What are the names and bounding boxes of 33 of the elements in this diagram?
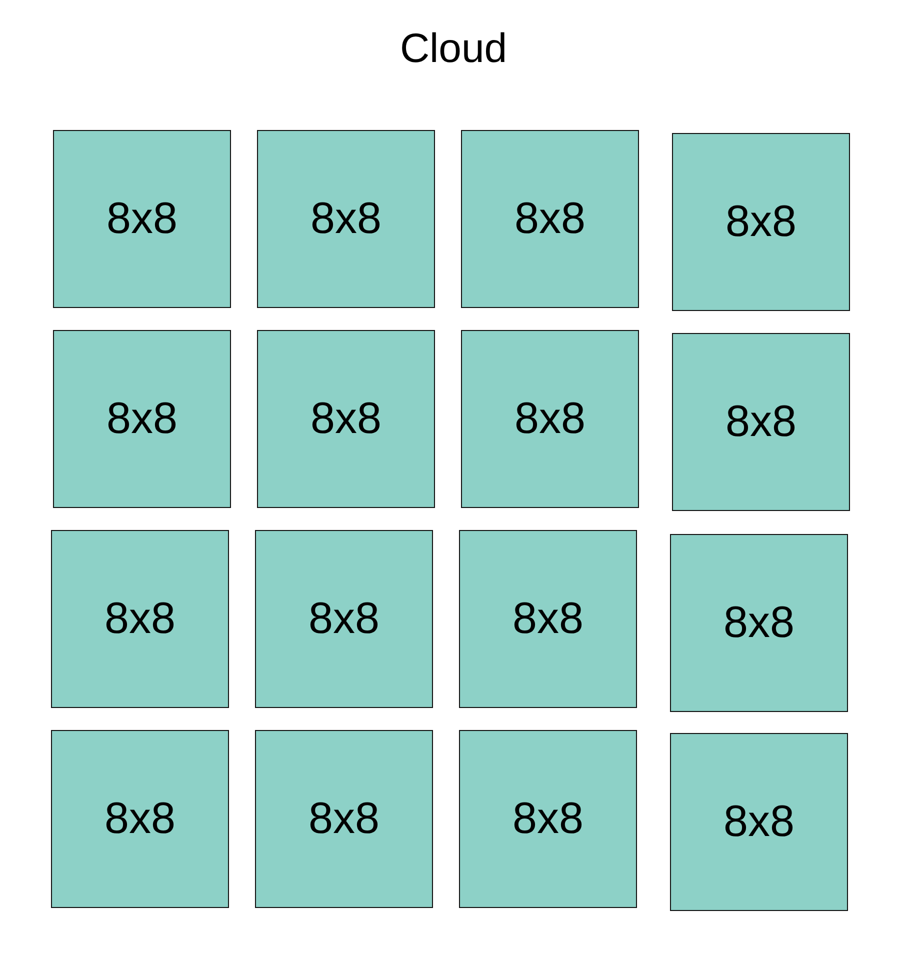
block-label: 8x8 xyxy=(308,594,380,644)
block-box xyxy=(459,730,637,908)
block-box xyxy=(461,330,639,508)
block-box xyxy=(51,530,229,708)
block-box xyxy=(255,730,433,908)
block-label: 8x8 xyxy=(724,797,794,847)
block-box xyxy=(670,534,848,712)
block-label: 8x8 xyxy=(104,594,176,644)
block-box xyxy=(672,133,850,311)
block-label: 8x8 xyxy=(514,394,586,444)
block-label: 8x8 xyxy=(512,594,584,644)
block-label: 8x8 xyxy=(726,397,796,447)
block-box xyxy=(461,130,639,308)
block-label: 8x8 xyxy=(106,394,178,444)
block-box xyxy=(255,530,433,708)
block-label: 8x8 xyxy=(512,794,584,844)
block-label: 8x8 xyxy=(308,794,380,844)
block-box xyxy=(53,130,231,308)
block-label: 8x8 xyxy=(104,794,176,844)
block-label: 8x8 xyxy=(514,194,586,244)
block-box xyxy=(53,330,231,508)
block-box xyxy=(257,330,435,508)
block-box xyxy=(459,530,637,708)
block-box xyxy=(670,733,848,911)
block-label: 8x8 xyxy=(106,194,178,244)
block-box xyxy=(672,333,850,511)
block-label: 8x8 xyxy=(724,598,794,648)
block-label: 8x8 xyxy=(310,394,382,444)
block-label: 8x8 xyxy=(726,197,796,247)
block-label: 8x8 xyxy=(310,194,382,244)
block-box xyxy=(51,730,229,908)
block-box xyxy=(257,130,435,308)
diagram-title: Cloud xyxy=(398,24,508,73)
